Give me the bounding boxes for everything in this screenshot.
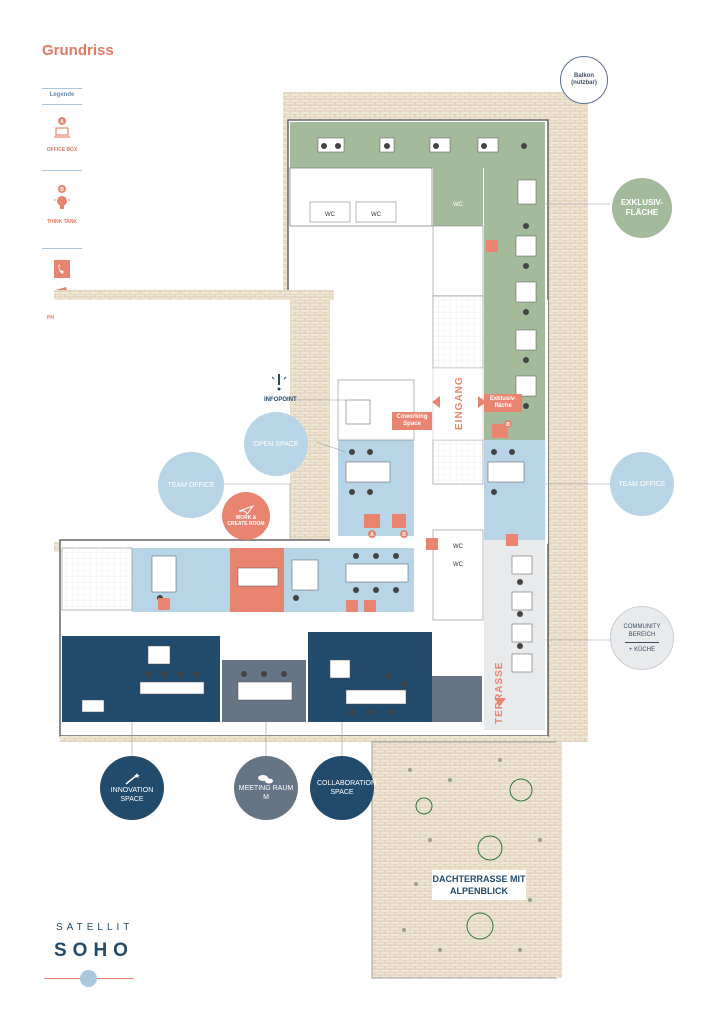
balcony-label: Balkon (nutzbar) xyxy=(571,73,597,86)
exclusive-area-tag: Exklusiv-fläche xyxy=(484,394,522,412)
team-office-west-zone xyxy=(132,548,230,612)
svg-text:WC: WC xyxy=(453,544,464,550)
infopoint-label: INFOPOINT xyxy=(264,397,297,403)
magic-wand-icon xyxy=(125,773,140,785)
svg-text:EINGANG: EINGANG xyxy=(454,376,465,430)
lightbulb-icon: B xyxy=(54,185,70,209)
legend-label: OFFICE BOX xyxy=(46,147,78,153)
info-icon xyxy=(271,374,287,391)
brand-dot xyxy=(80,970,97,987)
legend-item-office-box: A OFFICE BOX xyxy=(38,116,86,153)
roof-terrace xyxy=(371,741,558,979)
svg-text:WC: WC xyxy=(453,202,464,208)
legend-divider xyxy=(42,170,82,171)
svg-text:B: B xyxy=(506,422,510,428)
team-office-bubble-west: TEAM OFFICE xyxy=(158,452,224,518)
community-bubble: COMMUNITY BEREICH + KÜCHE xyxy=(610,606,674,670)
collaboration-space-label: COLLABORATION SPACE xyxy=(317,780,376,796)
collaboration-space-bubble: COLLABORATION SPACE xyxy=(310,756,376,820)
innovation-space-bubble: INNOVATION SPACE xyxy=(100,756,164,820)
svg-text:WC: WC xyxy=(325,212,336,218)
svg-text:B: B xyxy=(60,187,64,193)
work-create-label: WORK & CREATE ROOM xyxy=(227,515,265,527)
office-box-icon: A xyxy=(54,117,70,138)
exclusive-area-label: EXKLUSIV-FLÄCHE xyxy=(620,198,664,217)
svg-text:WC: WC xyxy=(371,212,382,218)
brand-line1: SATELLIT xyxy=(56,922,134,933)
open-space-label: OPEN SPACE xyxy=(253,440,299,448)
work-create-bubble: WORK & CREATE ROOM xyxy=(222,492,270,540)
legend-item-think-tank: B THINK TANK xyxy=(38,184,86,225)
team-office-label: TEAM OFFICE xyxy=(618,480,666,488)
legend-title: Legende xyxy=(49,92,75,98)
collaboration-space-room xyxy=(308,632,432,722)
roof-terrace-label: DACHTERRASSE MIT ALPENBLICK xyxy=(432,870,526,900)
legend-label: THINK TANK xyxy=(46,219,78,225)
team-office-bubble-east: TEAM OFFICE xyxy=(610,452,674,516)
svg-text:A: A xyxy=(370,532,374,538)
legend-divider xyxy=(42,104,82,105)
speech-bubbles-icon xyxy=(258,775,273,784)
community-divider xyxy=(625,641,659,643)
team-office-label: TEAM OFFICE xyxy=(167,481,215,489)
coworking-space-tag: Coworking Space xyxy=(392,412,432,430)
kitchen-label: + KÜCHE xyxy=(628,646,656,653)
open-space-bubble: OPEN SPACE xyxy=(244,412,308,476)
balcony-bubble: Balkon (nutzbar) xyxy=(560,56,608,104)
svg-text:WC: WC xyxy=(453,562,464,568)
meeting-room-size: M xyxy=(263,794,269,801)
infopoint-marker: INFOPOINT xyxy=(264,372,297,403)
legend-divider xyxy=(42,248,82,249)
svg-text:TERRASSE: TERRASSE xyxy=(494,662,505,724)
meeting-room-label: MEETING RAUM xyxy=(238,785,294,792)
svg-text:B: B xyxy=(402,532,406,538)
innovation-space-label: INNOVATION SPACE xyxy=(110,787,154,803)
community-label: COMMUNITY BEREICH xyxy=(623,623,661,638)
meeting-room-bubble: MEETING RAUM M xyxy=(234,756,298,820)
exclusive-area-bubble: EXKLUSIV-FLÄCHE xyxy=(612,178,672,238)
legend-divider xyxy=(42,88,82,89)
brand-line2: SOHO xyxy=(54,940,134,961)
svg-text:A: A xyxy=(60,119,64,125)
paper-plane-icon xyxy=(238,505,254,515)
page-title: Grundriss xyxy=(42,42,114,59)
